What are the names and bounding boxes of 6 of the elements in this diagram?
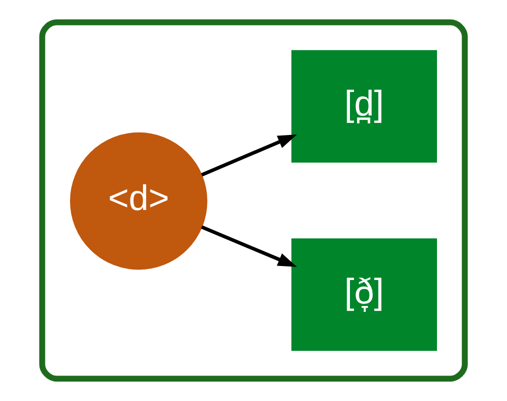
node-box: [d̪] bbox=[291, 50, 437, 163]
arrow bbox=[201, 225, 297, 267]
cluster bbox=[39, 19, 468, 382]
node-box: [ð̞] bbox=[291, 238, 437, 351]
node-circle: <d> bbox=[70, 132, 208, 270]
arrow bbox=[201, 134, 297, 176]
